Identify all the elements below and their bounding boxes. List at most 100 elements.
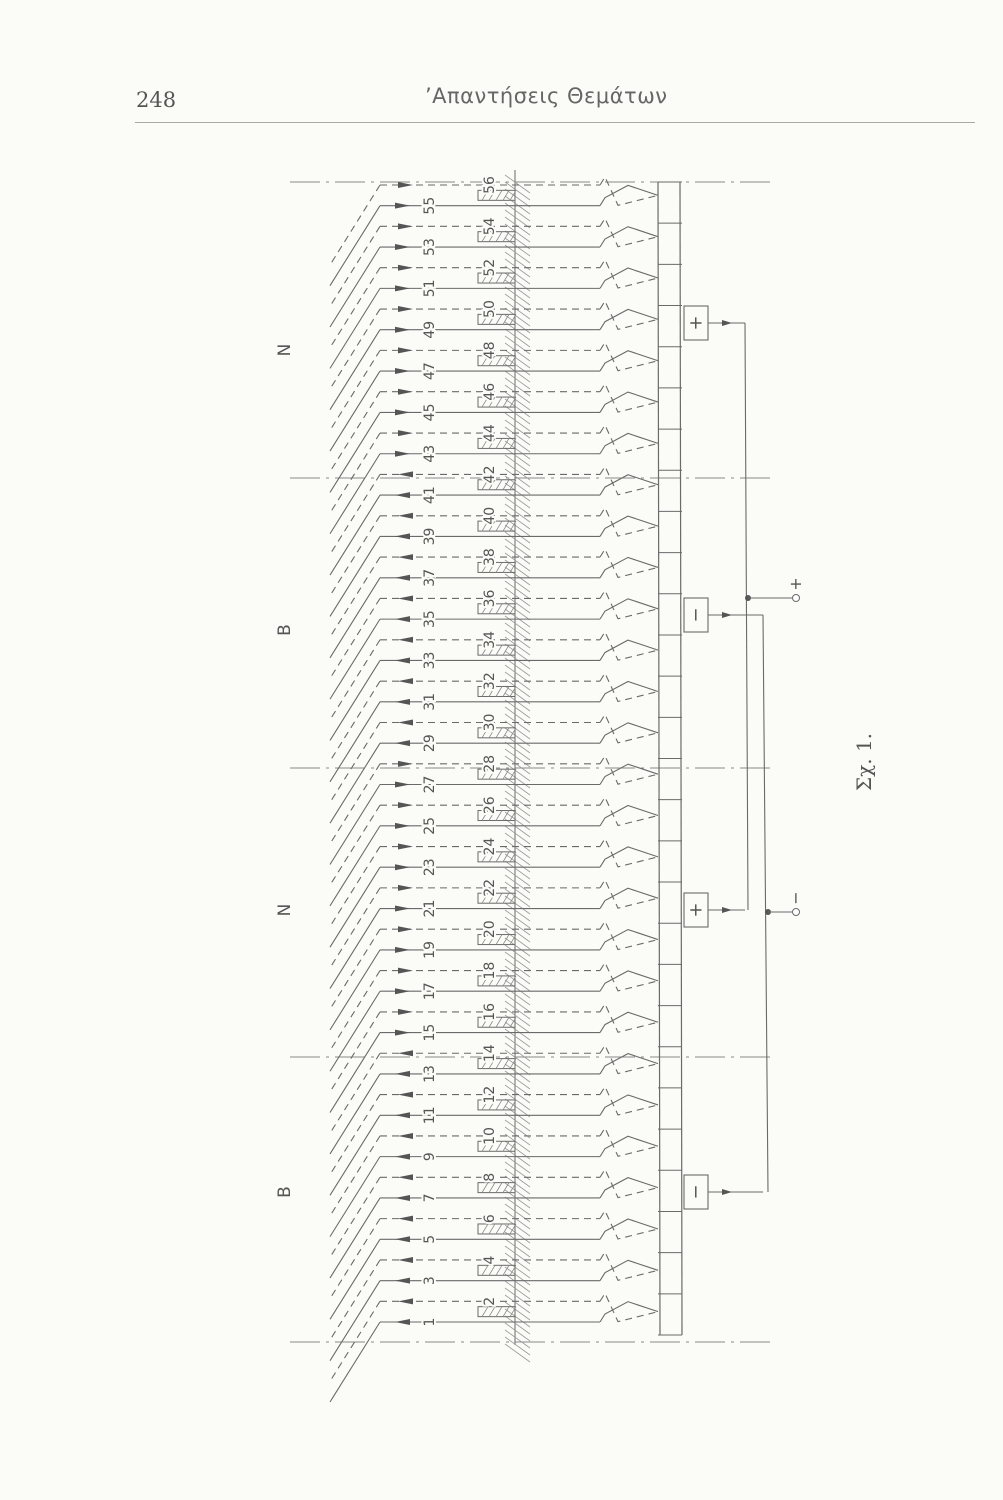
current-arrow [398,471,413,478]
tooth-hatch [495,727,503,739]
coil-front-end [599,887,659,909]
coil-back-end [329,990,381,1072]
tooth-hatch [509,231,517,242]
core-hatch [504,944,531,964]
slot-number: 2 [482,1297,498,1306]
core-hatch [504,223,531,243]
tooth [477,727,516,739]
coil-front-end [599,258,659,289]
coil-front-end [599,961,659,992]
tooth-hatch [488,1058,496,1069]
current-arrow [395,1277,410,1284]
core-hatch [504,552,531,572]
tooth-hatch [495,1306,503,1317]
coil-front-end [599,878,659,909]
core-hatch [504,874,531,894]
terminal-negative [792,908,800,916]
coil-front-end [599,1044,659,1075]
brush-lead-arrow [722,612,732,618]
tooth-hatch [502,190,510,201]
core-hatch [504,300,531,320]
tooth-hatch [509,851,517,863]
current-arrow [398,264,413,271]
core-hatch [504,1133,531,1153]
current-arrow [398,678,413,685]
slot-number: 9 [422,1152,438,1161]
coil-front-end [599,1002,659,1033]
coil-back-end [329,1073,381,1155]
core-hatch [504,636,531,656]
slot-number: 49 [422,321,438,339]
coil-back-end [329,970,381,1051]
core-hatch [504,524,531,544]
tooth-hatch [488,893,496,904]
slot-number: 33 [422,652,438,670]
coil-back-end [329,908,381,989]
coil-front-end [599,1292,659,1323]
tooth-hatch [509,975,517,987]
tooth-hatch [509,810,517,821]
tooth [477,975,516,987]
coil-back-end [329,660,381,741]
coil-back-end [329,866,381,948]
tooth-hatch [495,768,503,780]
core-hatch [504,1273,531,1293]
tooth-hatch [481,479,489,490]
slot-number: 56 [482,176,498,194]
tooth-hatch [502,1099,510,1111]
tooth-hatch [488,727,496,739]
tooth [477,644,516,656]
tooth-hatch [481,975,489,987]
tooth-hatch [488,231,496,242]
slot-number: 29 [422,734,438,752]
slot-number: 34 [482,631,498,649]
tooth-hatch [509,272,517,284]
tooth-hatch [488,768,496,780]
core-hatch [504,461,531,481]
current-arrow [395,905,410,912]
core-hatch [504,881,531,901]
core-hatch [504,503,531,523]
coil-back-end [329,494,381,576]
tooth-hatch [495,934,503,945]
tooth-hatch [481,438,489,449]
tooth-hatch [488,355,496,366]
coil-back-end [329,1114,381,1196]
brush [683,597,709,633]
tooth-hatch [481,1265,489,1276]
slot-number: 36 [482,589,498,607]
coil-back-end [329,308,381,390]
slot-number: 6 [482,1214,498,1223]
tooth [477,1140,516,1152]
coil-front-end [599,423,659,455]
coil-front-end [599,722,659,744]
slot-number: 22 [482,879,498,897]
core-hatch [504,993,531,1013]
current-arrow [395,1194,410,1201]
tooth-hatch [502,851,510,863]
tooth-hatch [481,893,489,904]
core-hatch [504,1021,531,1041]
core-hatch [504,433,531,453]
tooth-hatch [509,355,517,366]
current-arrow [395,244,410,251]
core-hatch [504,1028,531,1048]
current-arrow [395,1236,410,1243]
coil-front-end [599,1168,659,1199]
current-arrow [395,1153,410,1160]
tooth [477,561,516,573]
tooth-hatch [488,1017,496,1028]
tooth-hatch [495,893,503,904]
coil-front-end [599,1301,659,1323]
current-arrow [395,1319,410,1325]
current-arrow [398,843,413,850]
tooth-hatch [502,1306,510,1317]
core-hatch [504,363,531,383]
current-arrow [398,1091,413,1098]
core-hatch [504,664,531,684]
core-hatch [504,902,531,922]
core-hatch [504,1231,531,1251]
coil-front-end [599,1135,659,1157]
tooth [477,479,516,491]
